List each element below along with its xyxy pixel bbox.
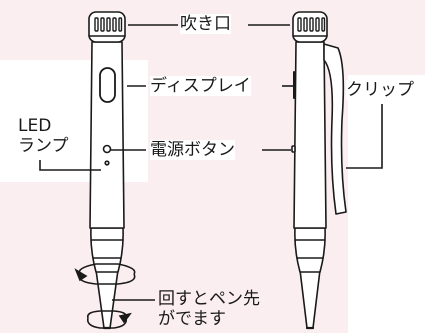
- leader-lines: [39, 24, 383, 301]
- background-panel-right: [348, 0, 425, 75]
- leader-led: [39, 160, 101, 171]
- mouthpiece-vents-side: [297, 17, 326, 32]
- label-led-line1: LED: [18, 116, 52, 136]
- display-window: [99, 67, 116, 103]
- label-clip: クリップ: [346, 80, 414, 100]
- label-display: ディスプレイ: [150, 76, 251, 96]
- rotation-arrows: [74, 263, 136, 329]
- rotate-arrowhead-lower: [118, 312, 132, 324]
- rotate-arrow-upper-back: [78, 263, 136, 275]
- pen-tip-side: [299, 269, 321, 329]
- label-led-lamp: LED ランプ: [18, 116, 69, 156]
- label-mouthpiece: 吹き口: [180, 14, 231, 34]
- pen-side-view: [291, 11, 347, 330]
- pen-body-side: [293, 41, 327, 229]
- label-rotate-line1: 回すとペン先: [158, 289, 260, 309]
- label-rotate: 回すとペン先 がでます: [158, 289, 260, 329]
- pen-front-view: [88, 11, 126, 330]
- label-led-line2: ランプ: [18, 136, 69, 156]
- pen-grip-front: [90, 227, 124, 273]
- label-power-button: 電源ボタン: [150, 140, 235, 160]
- power-button-side: [291, 145, 296, 153]
- pen-grip-side: [294, 227, 326, 273]
- mouthpiece-vents-front: [94, 17, 123, 32]
- led-lamp-shape: [104, 160, 110, 166]
- rotate-arrow-lower-front: [86, 317, 128, 329]
- rotate-arrowhead-upper: [74, 268, 88, 282]
- pen-tip-front: [95, 269, 119, 329]
- label-rotate-line2: がでます: [158, 309, 226, 329]
- leader-clip: [346, 104, 383, 169]
- clip-shape: [323, 43, 347, 215]
- power-button-shape: [102, 144, 112, 154]
